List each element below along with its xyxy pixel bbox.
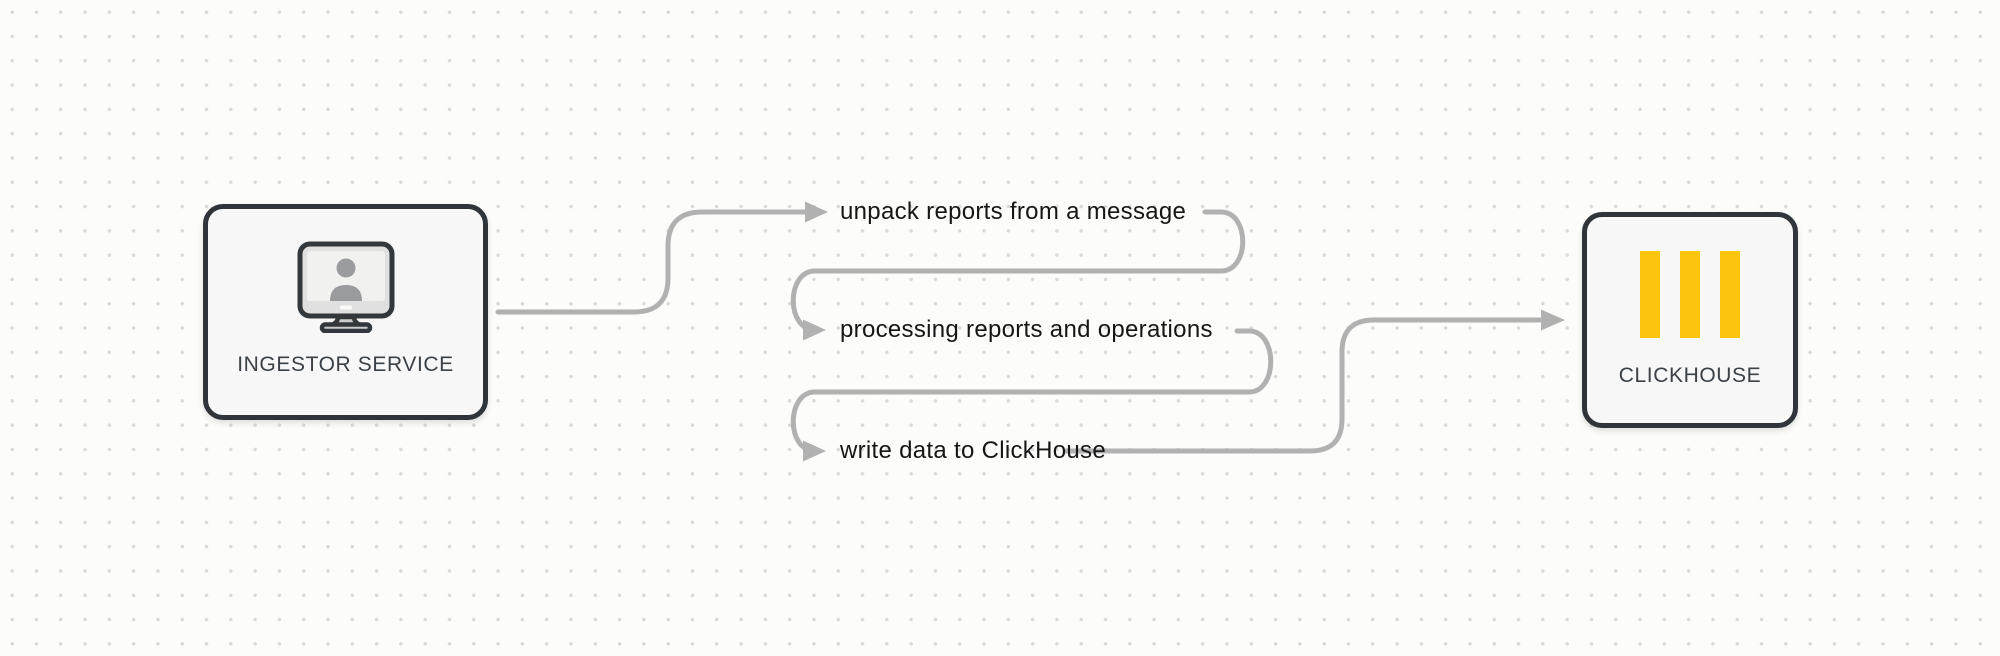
arrowhead-icon bbox=[803, 440, 826, 462]
node-ingestor-service: INGESTOR SERVICE bbox=[203, 204, 488, 420]
arrowhead-icon bbox=[1541, 309, 1565, 331]
connector-step1-to-step2 bbox=[790, 209, 1246, 333]
node-label: INGESTOR SERVICE bbox=[237, 353, 454, 376]
step-label-processing: processing reports and operations bbox=[840, 316, 1213, 343]
step-label-unpack: unpack reports from a message bbox=[840, 198, 1187, 225]
clickhouse-bars-icon bbox=[1640, 251, 1740, 338]
step-label-write: write data to ClickHouse bbox=[840, 437, 1106, 464]
connector-step3-to-clickhouse bbox=[1063, 317, 1543, 454]
node-clickhouse: CLICKHOUSE bbox=[1582, 212, 1798, 428]
connector-step2-to-step3 bbox=[790, 328, 1274, 454]
connector-ingestor-to-step1 bbox=[495, 209, 808, 315]
node-label: CLICKHOUSE bbox=[1618, 364, 1762, 387]
monitor-user-icon bbox=[297, 241, 394, 333]
arrowhead-icon bbox=[803, 319, 826, 341]
user-silhouette-icon bbox=[329, 258, 362, 301]
arrowhead-icon bbox=[805, 201, 828, 223]
